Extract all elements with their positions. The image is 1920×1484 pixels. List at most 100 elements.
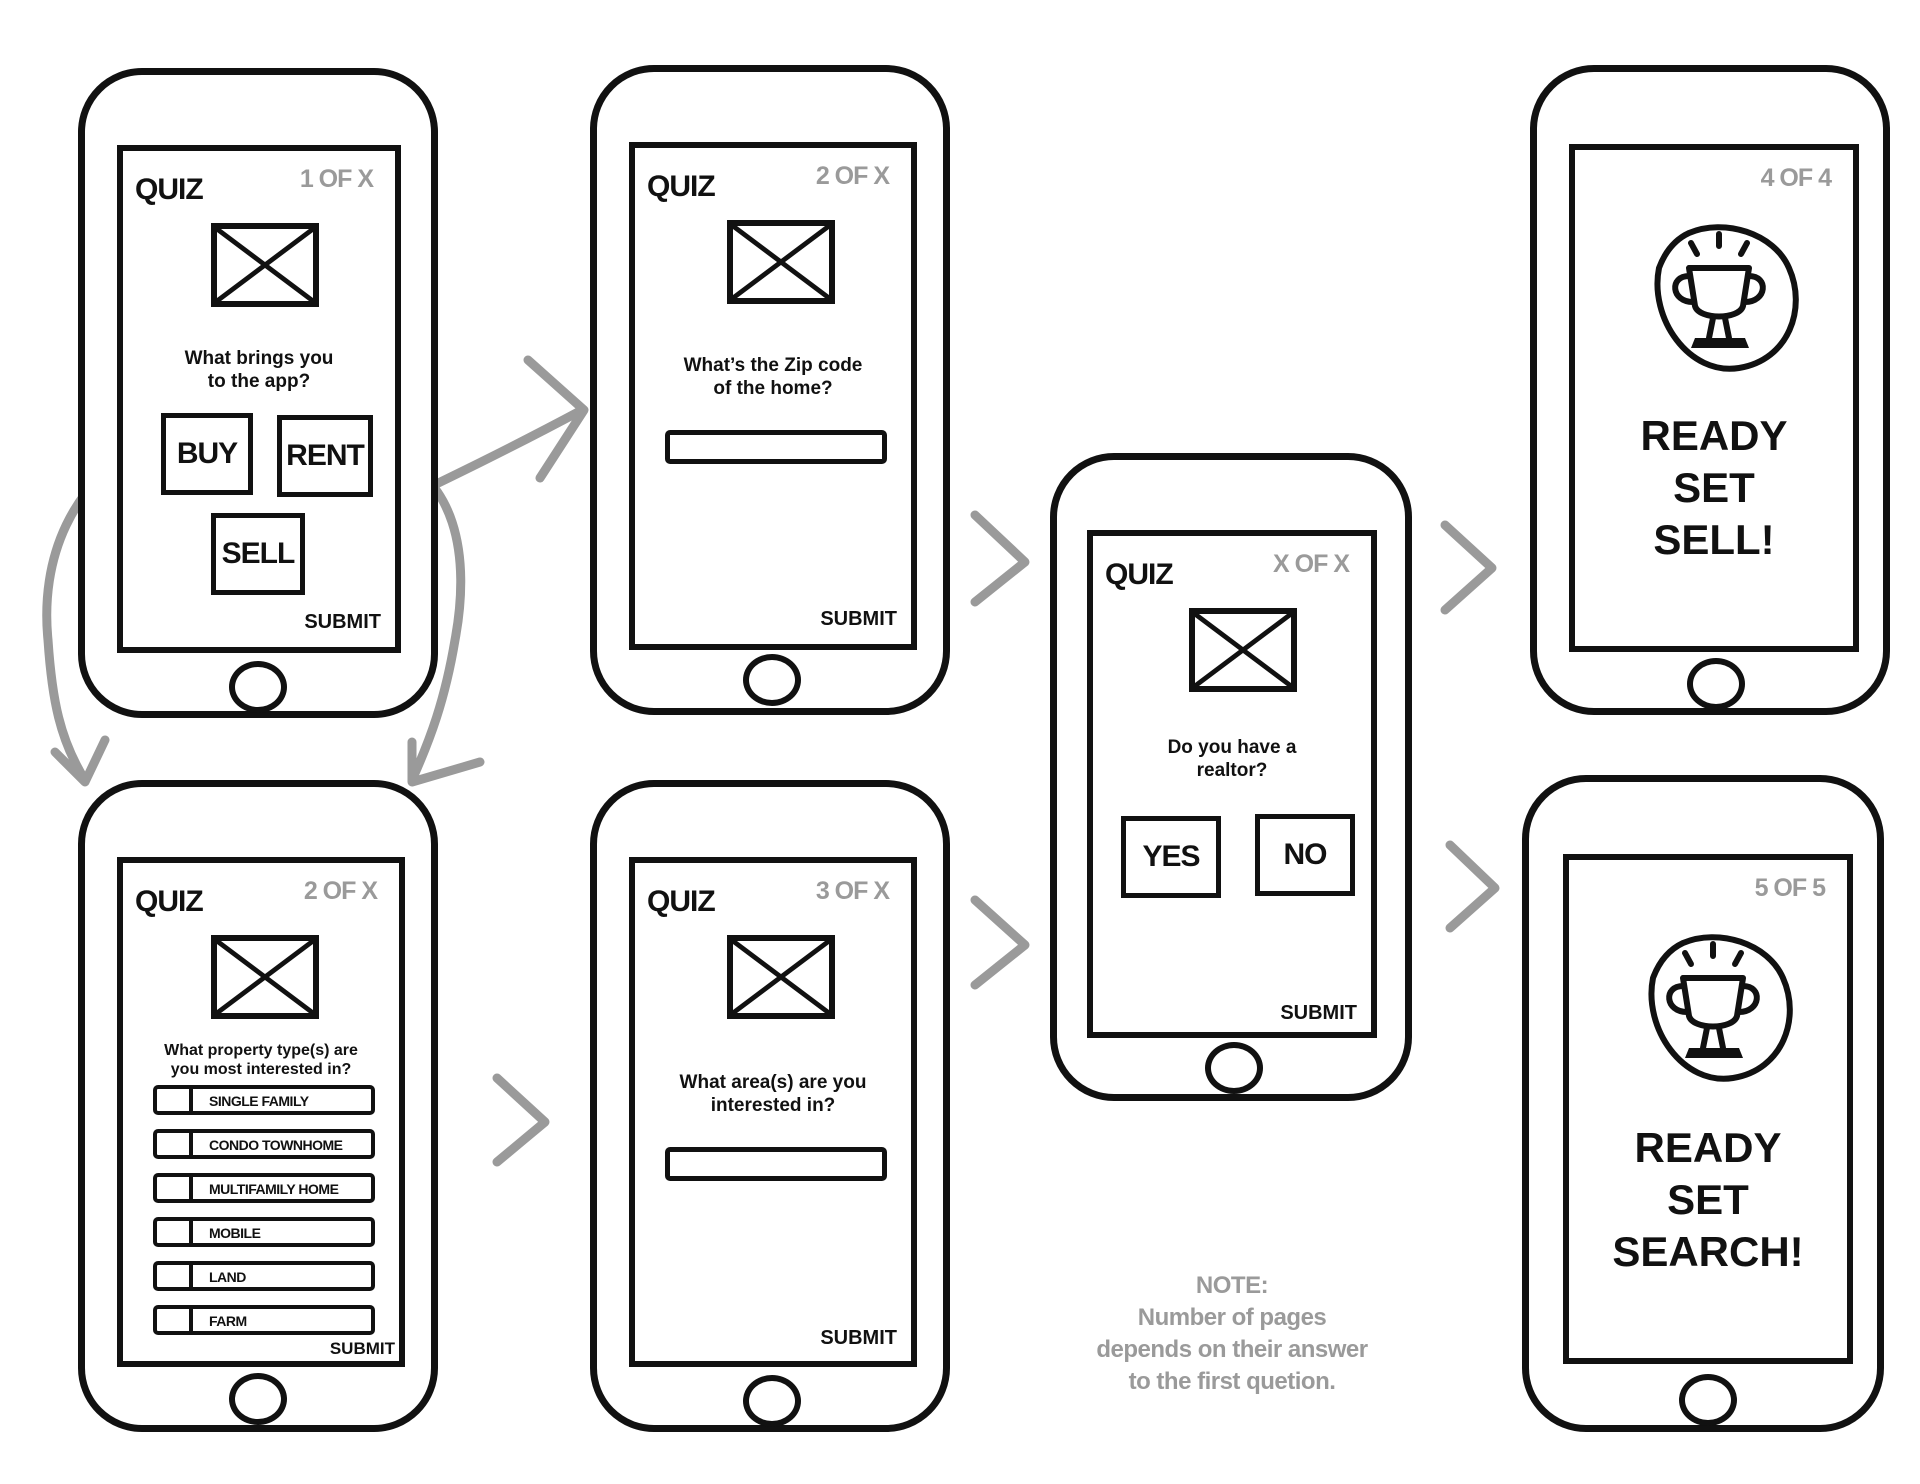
quiz-label: QUIZ <box>647 170 716 203</box>
quiz-label: QUIZ <box>1105 558 1174 591</box>
submit-button[interactable]: SUBMIT <box>1280 1002 1357 1024</box>
phone-intent-quiz: QUIZ 1 OF X What brings you to the app? … <box>78 68 438 718</box>
yes-button[interactable]: YES <box>1121 816 1221 898</box>
buy-button[interactable]: BUY <box>161 413 253 495</box>
ready-message: READY SET SELL! <box>1575 410 1853 566</box>
no-button[interactable]: NO <box>1255 814 1355 896</box>
option-handle <box>157 1133 193 1155</box>
arrowhead-sell <box>523 355 589 483</box>
question-line: to the app? <box>207 371 311 392</box>
property-option[interactable]: FARM <box>153 1305 375 1335</box>
ready-line: READY <box>1634 1124 1782 1171</box>
flow-note: NOTE: Number of pages depends on their a… <box>1062 1270 1402 1398</box>
screen-realtor-quiz: QUIZ X OF X Do you have a realtor? YES N… <box>1087 530 1377 1038</box>
phone-zip-quiz: QUIZ 2 OF X What’s the Zip code of the h… <box>590 65 950 715</box>
option-label: LAND <box>209 1269 246 1285</box>
note-title: NOTE: <box>1195 1272 1269 1299</box>
chevron-right-icon <box>1445 840 1500 933</box>
screen-property-quiz: QUIZ 2 OF X What property type(s) are yo… <box>117 857 405 1367</box>
option-label: MOBILE <box>209 1225 261 1241</box>
option-handle <box>157 1309 193 1331</box>
chevron-right-icon <box>970 895 1030 990</box>
option-handle <box>157 1177 193 1199</box>
home-button <box>1687 658 1745 710</box>
option-label: MULTIFAMILY HOME <box>209 1181 339 1197</box>
home-button <box>229 1373 287 1425</box>
rent-button[interactable]: RENT <box>277 415 373 497</box>
option-handle <box>157 1265 193 1287</box>
step-indicator: 3 OF X <box>815 877 890 905</box>
ready-line: SET <box>1673 464 1755 511</box>
home-button <box>1679 1374 1737 1426</box>
image-placeholder-icon <box>1189 608 1297 692</box>
arrowhead-buy <box>50 735 110 787</box>
ready-line: SELL! <box>1653 516 1775 563</box>
step-indicator: 1 OF X <box>299 165 374 193</box>
option-label: CONDO TOWNHOME <box>209 1137 343 1153</box>
question-text: What area(s) are you interested in? <box>635 1071 911 1117</box>
zip-code-input[interactable] <box>665 430 887 464</box>
question-line: interested in? <box>710 1095 836 1116</box>
question-line: realtor? <box>1196 760 1268 781</box>
quiz-label: QUIZ <box>135 173 204 206</box>
quiz-label: QUIZ <box>135 885 204 918</box>
screen-zip-quiz: QUIZ 2 OF X What’s the Zip code of the h… <box>629 142 917 650</box>
quiz-label: QUIZ <box>647 885 716 918</box>
phone-ready-search: 5 OF 5 READY SET SEARCH! <box>1522 775 1884 1432</box>
trophy-icon <box>1654 224 1799 372</box>
ready-line: READY <box>1640 412 1788 459</box>
screen-ready-search: 5 OF 5 READY SET SEARCH! <box>1563 854 1853 1364</box>
property-option[interactable]: CONDO TOWNHOME <box>153 1129 375 1159</box>
submit-button[interactable]: SUBMIT <box>304 611 381 633</box>
property-option[interactable]: SINGLE FAMILY <box>153 1085 375 1115</box>
image-placeholder-icon <box>727 220 835 304</box>
chevron-right-icon <box>970 510 1030 607</box>
question-text: Do you have a realtor? <box>1093 736 1371 782</box>
question-line: What area(s) are you <box>679 1072 867 1093</box>
question-line: What brings you <box>184 348 334 369</box>
option-handle <box>157 1089 193 1111</box>
option-handle <box>157 1221 193 1243</box>
ready-line: SET <box>1667 1176 1749 1223</box>
submit-button[interactable]: SUBMIT <box>329 1339 395 1358</box>
chevron-right-icon <box>492 1073 550 1167</box>
phone-property-quiz: QUIZ 2 OF X What property type(s) are yo… <box>78 780 438 1432</box>
question-line: What’s the Zip code <box>683 355 863 376</box>
image-placeholder-icon <box>727 935 835 1019</box>
property-option[interactable]: LAND <box>153 1261 375 1291</box>
question-line: What property type(s) are <box>164 1042 358 1059</box>
image-placeholder-icon <box>211 935 319 1019</box>
area-input[interactable] <box>665 1147 887 1181</box>
property-option[interactable]: MULTIFAMILY HOME <box>153 1173 375 1203</box>
ready-line: SEARCH! <box>1612 1228 1804 1275</box>
phone-area-quiz: QUIZ 3 OF X What area(s) are you interes… <box>590 780 950 1432</box>
submit-button[interactable]: SUBMIT <box>820 1327 897 1349</box>
step-indicator: 5 OF 5 <box>1754 874 1826 902</box>
step-indicator: X OF X <box>1273 550 1350 578</box>
image-placeholder-icon <box>211 223 319 307</box>
screen-area-quiz: QUIZ 3 OF X What area(s) are you interes… <box>629 857 917 1367</box>
note-line: Number of pages <box>1137 1304 1327 1331</box>
submit-button[interactable]: SUBMIT <box>820 608 897 630</box>
option-label: SINGLE FAMILY <box>209 1093 309 1109</box>
chevron-right-icon <box>1440 520 1497 615</box>
trophy-icon <box>1648 934 1793 1082</box>
ready-message: READY SET SEARCH! <box>1569 1122 1847 1278</box>
home-button <box>743 654 801 706</box>
option-label: FARM <box>209 1313 247 1329</box>
home-button <box>229 661 287 713</box>
step-indicator: 2 OF X <box>815 162 890 190</box>
note-line: to the first quetion. <box>1128 1368 1336 1395</box>
question-line: you most interested in? <box>170 1061 352 1078</box>
question-text: What property type(s) are you most inter… <box>123 1041 399 1079</box>
property-option[interactable]: MOBILE <box>153 1217 375 1247</box>
question-text: What’s the Zip code of the home? <box>635 354 911 400</box>
home-button <box>743 1375 801 1427</box>
note-line: depends on their answer <box>1096 1336 1368 1363</box>
question-text: What brings you to the app? <box>123 347 395 393</box>
screen-ready-sell: 4 OF 4 READY SET SELL! <box>1569 144 1859 652</box>
sell-button[interactable]: SELL <box>211 513 305 595</box>
arrowhead-rent <box>407 737 485 787</box>
home-button <box>1205 1042 1263 1094</box>
phone-realtor-quiz: QUIZ X OF X Do you have a realtor? YES N… <box>1050 453 1412 1101</box>
